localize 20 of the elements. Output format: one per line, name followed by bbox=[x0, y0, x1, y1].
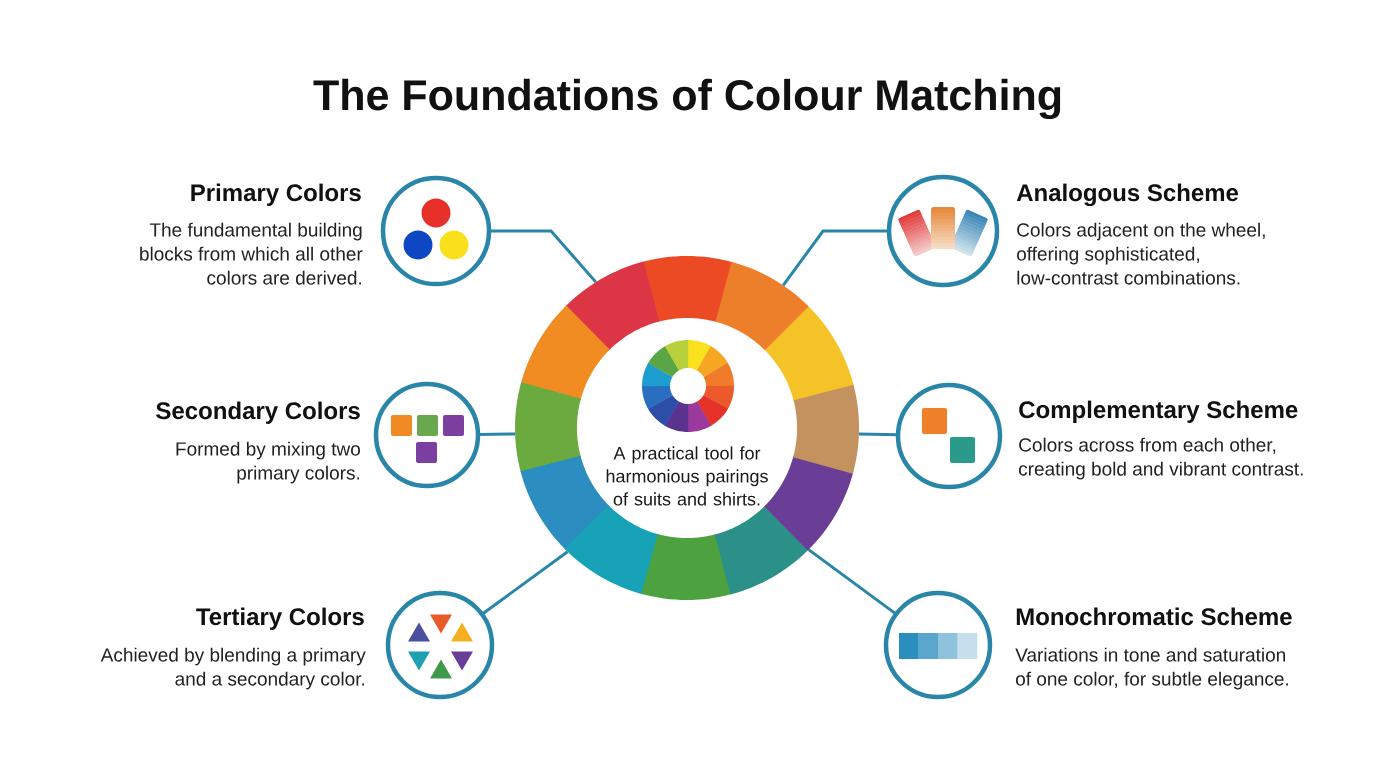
heading: Monochromatic Scheme bbox=[1016, 607, 1292, 626]
description: The fundamental building blocks from which all other colors are derived. bbox=[140, 222, 363, 285]
connector-line bbox=[858, 432, 899, 437]
description: Achieved by blending a primary and a secondary color. bbox=[100, 647, 366, 690]
description: Variations in tone and saturation of one color, for subtle elegance. bbox=[1015, 647, 1289, 690]
description: Colors across from each other, creating bold and vibrant contrast. bbox=[1019, 437, 1303, 480]
heading: Primary Colors bbox=[191, 183, 361, 206]
connector-line bbox=[489, 229, 597, 284]
connector-line bbox=[807, 548, 898, 616]
heading: Tertiary Colors bbox=[196, 607, 364, 630]
connector-line bbox=[781, 229, 889, 287]
heading: Analogous Scheme bbox=[1016, 183, 1239, 207]
color-wheel: A practical tool for harmonious pairings of suits and shirts. bbox=[515, 256, 859, 600]
connector-line bbox=[481, 550, 569, 616]
heading: Secondary Colors bbox=[156, 401, 360, 424]
description: Colors adjacent on the wheel, offering sophisticated, low-contrast combinations. bbox=[1017, 222, 1265, 285]
description: Formed by mixing two primary colors. bbox=[176, 441, 360, 484]
connector-line bbox=[477, 432, 516, 436]
heading: Complementary Scheme bbox=[1019, 400, 1298, 423]
title: The Foundations of Colour Matching bbox=[313, 78, 1061, 120]
